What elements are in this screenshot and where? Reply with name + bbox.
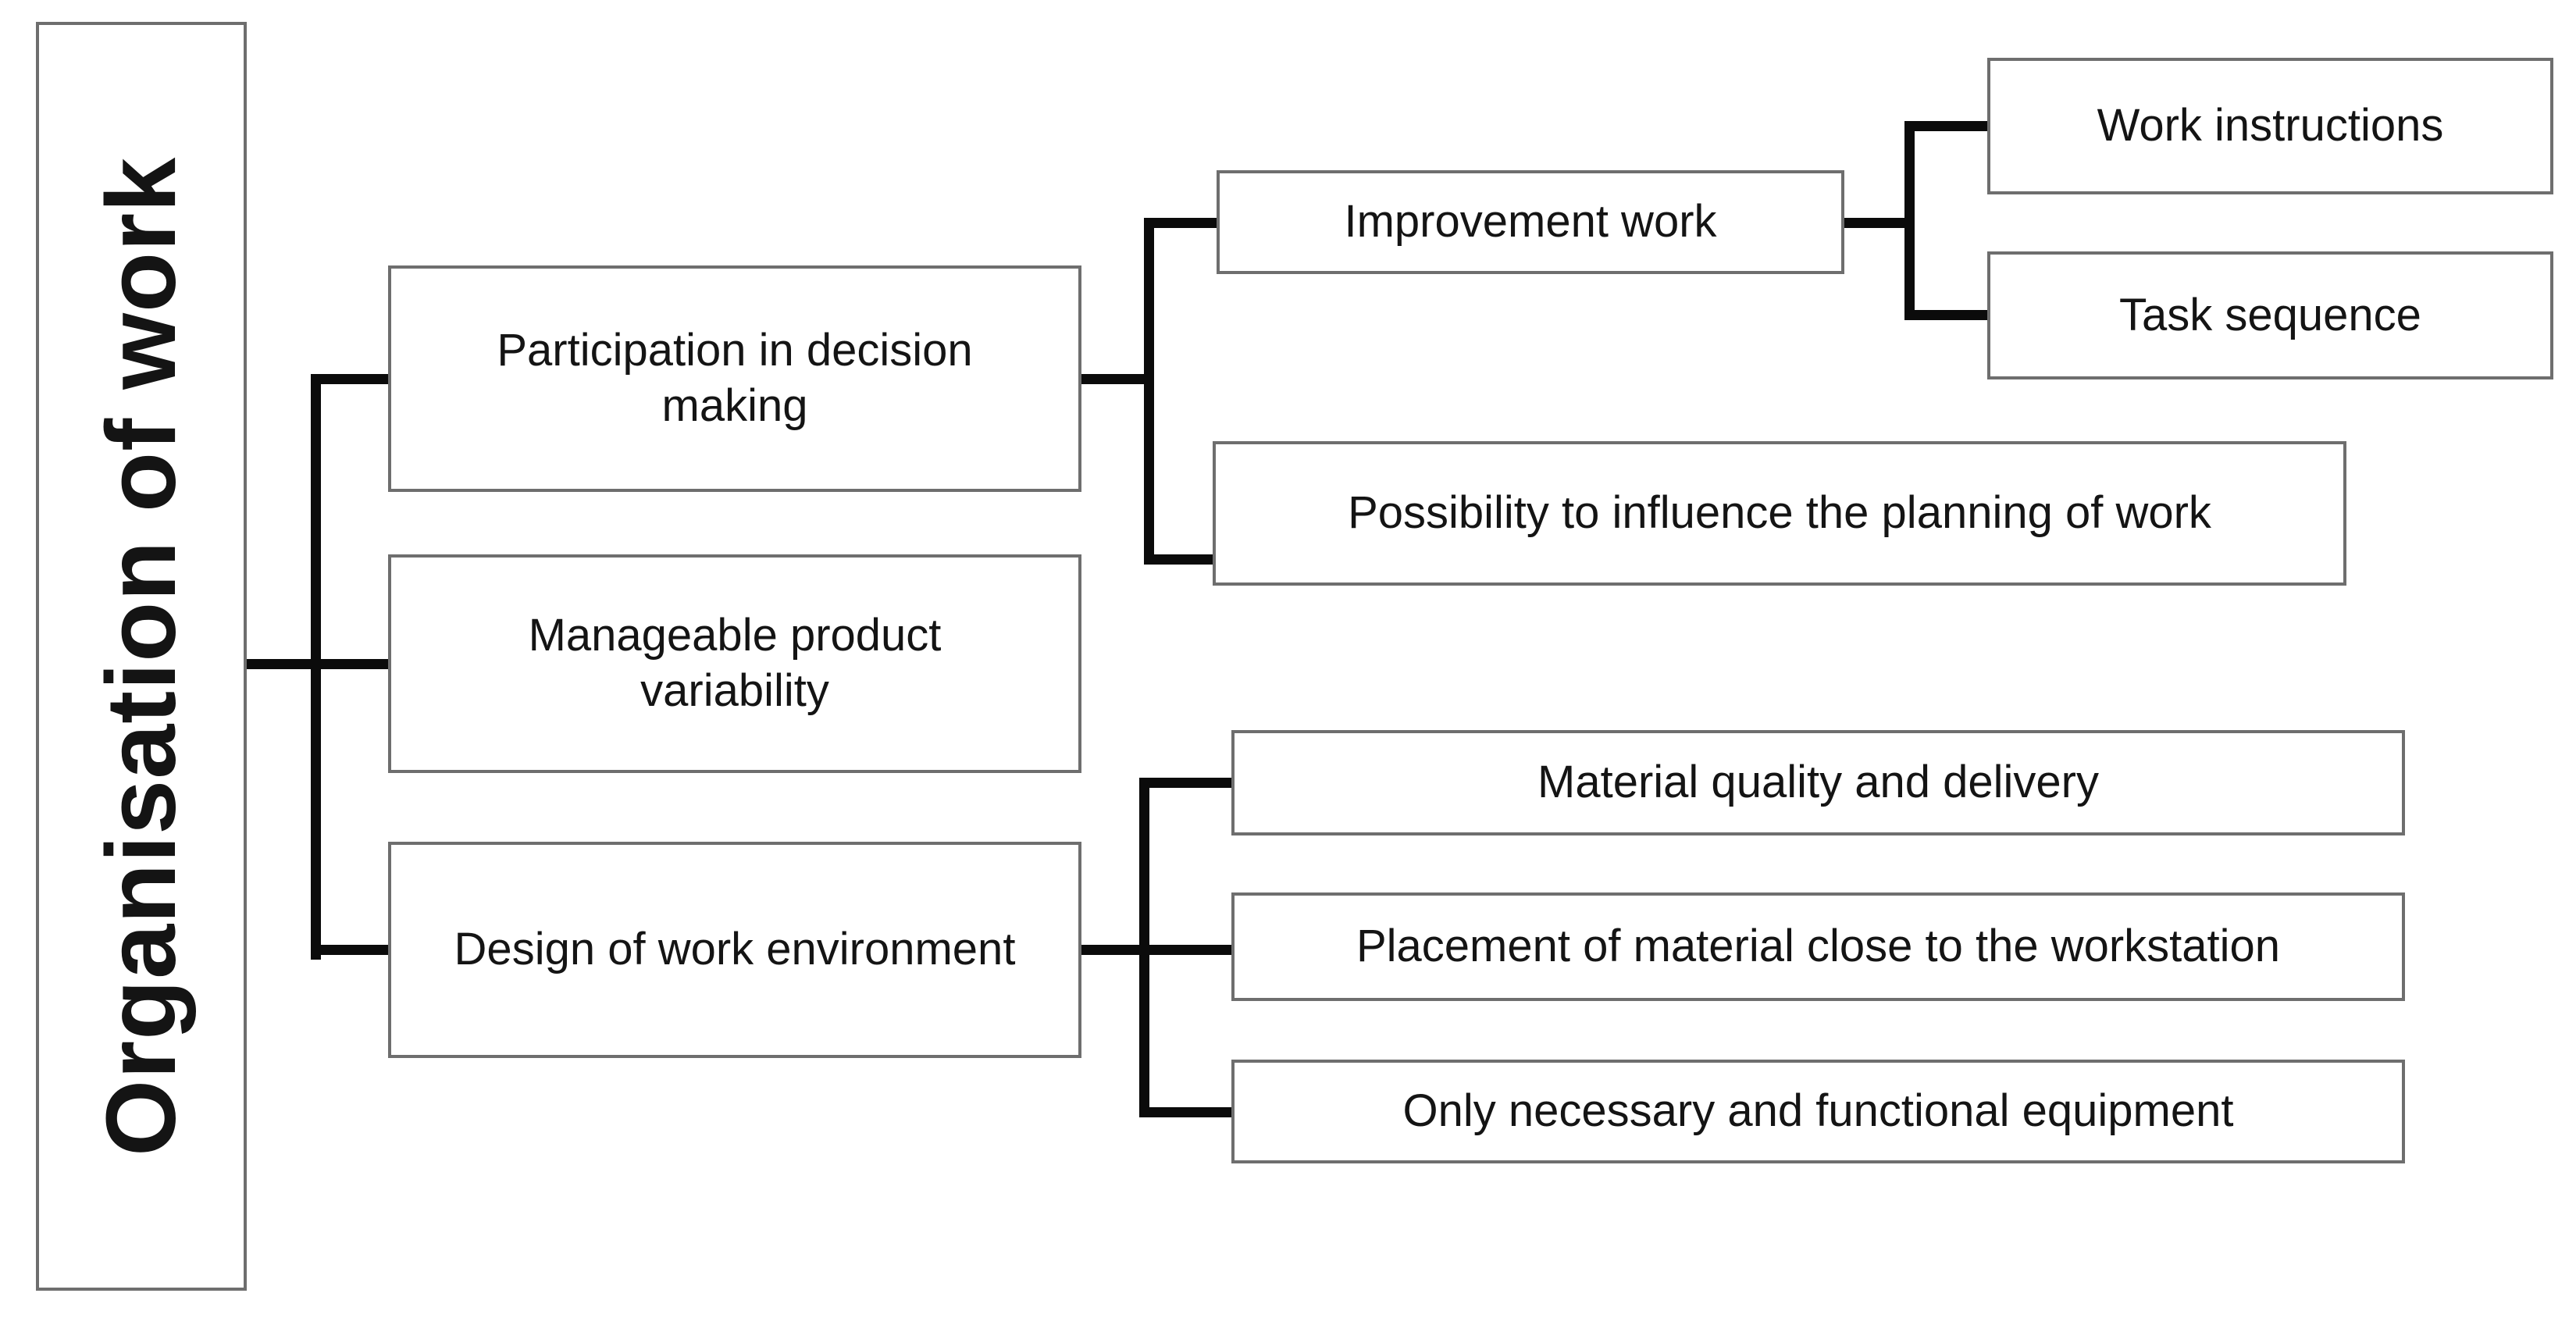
- connector-participation-stub: [1081, 374, 1149, 384]
- node-organisation-of-work: Organisation of work: [36, 22, 247, 1291]
- connector-improvement-vertical: [1904, 121, 1915, 320]
- connector-branch-material: [1139, 778, 1231, 788]
- node-material-quality-and-delivery: Material quality and delivery: [1231, 730, 2405, 835]
- connector-branch-work-instructions: [1904, 121, 1987, 131]
- node-possibility-label: Possibility to influence the planning of…: [1348, 487, 2211, 539]
- node-improvement-label: Improvement work: [1344, 196, 1717, 248]
- node-placement-label: Placement of material close to the works…: [1356, 921, 2281, 972]
- node-participation-label: Participation in decision making: [497, 325, 973, 431]
- connector-design-to-placement: [1081, 945, 1231, 955]
- connector-branch-only-equipment: [1139, 1107, 1231, 1117]
- node-work-instructions: Work instructions: [1987, 58, 2553, 194]
- node-manageable-product-variability: Manageable product variability: [388, 554, 1081, 773]
- node-only-equipment-label: Only necessary and functional equipment: [1402, 1085, 2234, 1137]
- node-material-label: Material quality and delivery: [1537, 757, 2099, 808]
- node-task-sequence-label: Task sequence: [2119, 289, 2421, 340]
- connector-root-vertical: [311, 374, 321, 960]
- connector-participation-vertical: [1144, 218, 1154, 565]
- node-placement-of-material: Placement of material close to the works…: [1231, 892, 2405, 1001]
- connector-branch-design: [311, 945, 388, 955]
- connector-branch-improvement: [1144, 218, 1217, 228]
- connector-branch-task-sequence: [1904, 310, 1987, 320]
- node-participation-in-decision-making: Participation in decision making: [388, 265, 1081, 492]
- node-manageable-label: Manageable product variability: [528, 610, 942, 716]
- node-design-of-work-environment: Design of work environment: [388, 842, 1081, 1058]
- node-only-necessary-equipment: Only necessary and functional equipment: [1231, 1060, 2405, 1163]
- node-design-label: Design of work environment: [454, 924, 1016, 975]
- node-work-instructions-label: Work instructions: [2097, 100, 2444, 151]
- connector-improvement-stub: [1844, 218, 1909, 228]
- connector-branch-participation: [311, 374, 388, 384]
- connector-design-vertical: [1139, 778, 1149, 1117]
- node-improvement-work: Improvement work: [1217, 170, 1844, 274]
- node-possibility-to-influence-planning: Possibility to influence the planning of…: [1213, 441, 2346, 586]
- node-organisation-of-work-label: Organisation of work: [86, 156, 197, 1156]
- node-task-sequence: Task sequence: [1987, 251, 2553, 379]
- connector-branch-possibility: [1144, 554, 1213, 565]
